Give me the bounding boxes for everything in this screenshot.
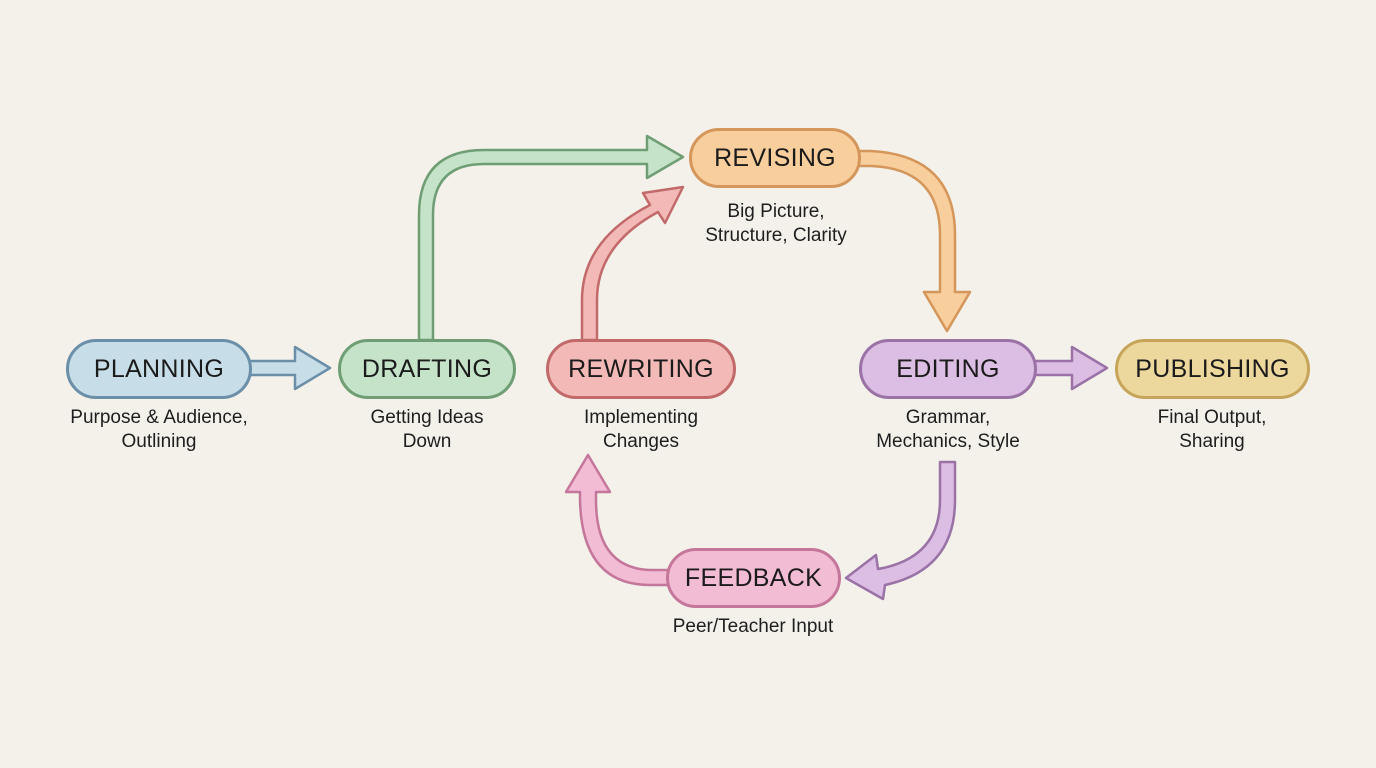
node-drafting-label: DRAFTING [361,354,493,383]
node-publishing-label: PUBLISHING [1135,354,1290,383]
node-revising: REVISING [689,128,861,188]
arrow-planning-to-drafting [248,345,332,391]
node-editing-label: EDITING [896,354,1000,383]
arrow-drafting-to-revising [417,134,685,342]
node-editing-description: Grammar, Mechanics, Style [876,407,1020,452]
node-feedback-label: FEEDBACK [684,563,823,592]
node-rewriting-label: REWRITING [568,354,714,383]
node-planning: PLANNING [66,339,252,399]
node-drafting-description: Getting Ideas Down [370,407,484,452]
node-planning-label: PLANNING [93,354,225,383]
arrow-editing-to-publishing [1032,345,1109,391]
arrow-revising-to-editing [856,149,972,333]
node-revising-description: Big Picture, Structure, Clarity [705,201,847,246]
node-feedback-description: Peer/Teacher Input [672,616,834,637]
arrow-rewriting-to-revising [580,185,685,342]
node-drafting: DRAFTING [338,339,516,399]
node-publishing: PUBLISHING [1115,339,1310,399]
arrow-editing-to-feedback [844,460,957,601]
node-rewriting-description: Implementing Changes [583,407,699,452]
node-publishing-description: Final Output, Sharing [1157,407,1267,452]
node-planning-description: Purpose & Audience, Outlining [70,407,248,452]
node-revising-label: REVISING [714,143,836,172]
arrow-feedback-to-rewriting [564,453,670,587]
node-rewriting: REWRITING [546,339,736,399]
node-editing: EDITING [859,339,1037,399]
node-feedback: FEEDBACK [666,548,841,608]
